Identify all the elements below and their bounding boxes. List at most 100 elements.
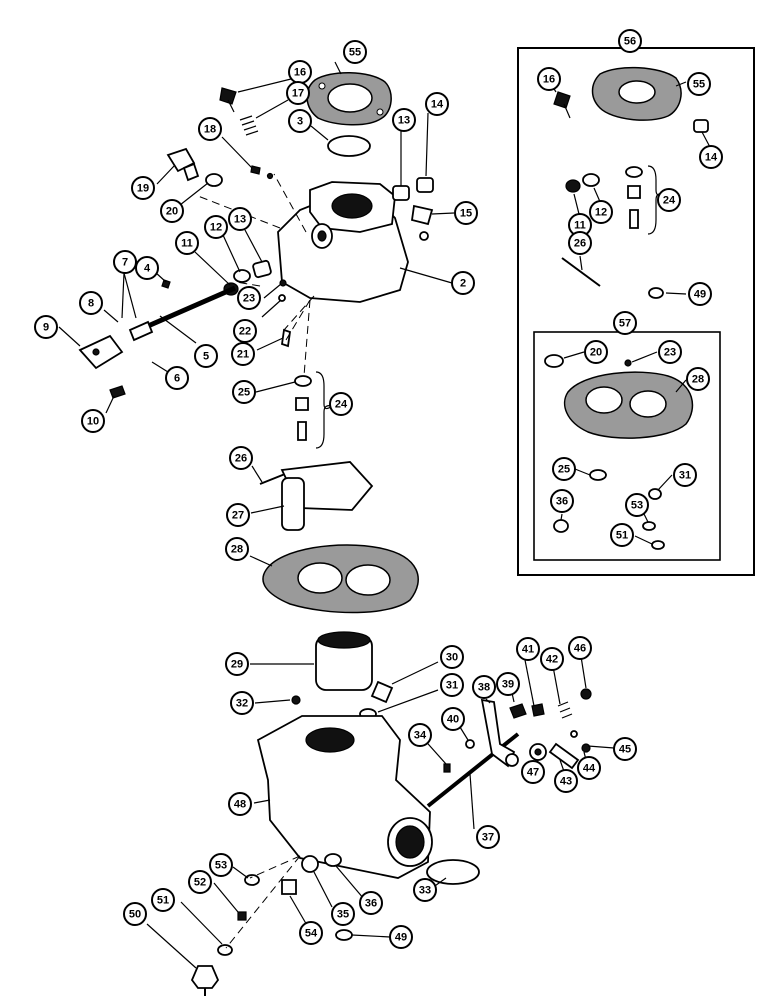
callout-circle — [584, 340, 608, 364]
callout-33: 33 — [413, 878, 437, 902]
callout-circle — [625, 493, 649, 517]
callout-4: 4 — [135, 256, 159, 280]
callout-54: 54 — [299, 921, 323, 945]
callout-10: 10 — [81, 409, 105, 433]
callout-36: 36 — [550, 489, 574, 513]
callout-label: 4 — [144, 263, 151, 275]
callout-label: 48 — [234, 799, 246, 811]
callout-label: 16 — [543, 74, 555, 86]
callout-circle — [288, 109, 312, 133]
callout-label: 23 — [243, 293, 255, 305]
callout-circle — [343, 40, 367, 64]
callout-label: 13 — [234, 214, 246, 226]
callout-circle — [451, 271, 475, 295]
callout-circle — [233, 319, 257, 343]
callout-label: 36 — [556, 496, 568, 508]
callout-label: 9 — [43, 322, 49, 334]
callout-label: 54 — [305, 928, 318, 940]
callout-label: 16 — [294, 67, 306, 79]
callout-circle — [188, 870, 212, 894]
callout-30: 30 — [440, 645, 464, 669]
callout-24: 24 — [329, 392, 353, 416]
callout-label: 51 — [157, 895, 169, 907]
callout-label: 51 — [616, 530, 628, 542]
callout-53: 53 — [625, 493, 649, 517]
callout-41: 41 — [516, 637, 540, 661]
callout-16: 16 — [288, 60, 312, 84]
callout-31: 31 — [673, 463, 697, 487]
callout-39: 39 — [496, 672, 520, 696]
callout-label: 45 — [619, 744, 631, 756]
callout-circle — [496, 672, 520, 696]
callout-label: 12 — [210, 222, 222, 234]
callout-label: 19 — [137, 183, 149, 195]
callout-label: 38 — [478, 682, 490, 694]
callout-circle — [687, 72, 711, 96]
callout-label: 15 — [460, 208, 472, 220]
callout-circle — [175, 231, 199, 255]
callout-label: 14 — [431, 99, 444, 111]
callout-circle — [229, 446, 253, 470]
callout-label: 53 — [631, 500, 643, 512]
callout-circle — [204, 215, 228, 239]
callout-circle — [610, 523, 634, 547]
callout-label: 7 — [122, 257, 128, 269]
callout-3: 3 — [288, 109, 312, 133]
callout-label: 24 — [663, 195, 676, 207]
callout-44: 44 — [577, 756, 601, 780]
callout-17: 17 — [286, 81, 310, 105]
callout-25: 25 — [552, 457, 576, 481]
callout-circle — [151, 888, 175, 912]
callout-label: 47 — [527, 767, 539, 779]
callout-circle — [673, 463, 697, 487]
callout-label: 24 — [335, 399, 348, 411]
callout-8: 8 — [79, 291, 103, 315]
callout-circle — [686, 367, 710, 391]
part-shapes — [78, 66, 709, 996]
callout-42: 42 — [540, 647, 564, 671]
callout-6: 6 — [165, 366, 189, 390]
callout-circle — [699, 145, 723, 169]
callout-label: 17 — [292, 88, 304, 100]
callout-circle — [209, 853, 233, 877]
callout-57: 57 — [613, 311, 637, 335]
callout-16: 16 — [537, 67, 561, 91]
callout-label: 25 — [238, 387, 250, 399]
callout-circle — [537, 67, 561, 91]
callout-circle — [286, 81, 310, 105]
callout-13: 13 — [392, 108, 416, 132]
callout-circle — [228, 207, 252, 231]
callout-label: 2 — [460, 278, 466, 290]
callout-circle — [359, 891, 383, 915]
callout-circle — [331, 902, 355, 926]
callout-12: 12 — [589, 200, 613, 224]
callout-24: 24 — [657, 188, 681, 212]
callout-27: 27 — [226, 503, 250, 527]
callout-36: 36 — [359, 891, 383, 915]
callout-label: 56 — [624, 36, 636, 48]
callout-circle — [392, 108, 416, 132]
callout-circle — [568, 636, 592, 660]
callout-18: 18 — [198, 117, 222, 141]
callout-circle — [613, 737, 637, 761]
callout-circle — [194, 344, 218, 368]
callout-label: 30 — [446, 652, 458, 664]
callout-circle — [225, 652, 249, 676]
callout-45: 45 — [613, 737, 637, 761]
callout-23: 23 — [237, 286, 261, 310]
callout-48: 48 — [228, 792, 252, 816]
callout-circle — [658, 340, 682, 364]
callout-circle — [472, 675, 496, 699]
callout-35: 35 — [331, 902, 355, 926]
callout-circle — [389, 925, 413, 949]
callout-label: 26 — [235, 453, 247, 465]
callout-label: 55 — [349, 47, 361, 59]
callout-label: 33 — [419, 885, 431, 897]
callout-14: 14 — [699, 145, 723, 169]
callout-circle — [613, 311, 637, 335]
callout-label: 41 — [522, 644, 534, 656]
callout-49: 49 — [389, 925, 413, 949]
callout-label: 35 — [337, 909, 349, 921]
